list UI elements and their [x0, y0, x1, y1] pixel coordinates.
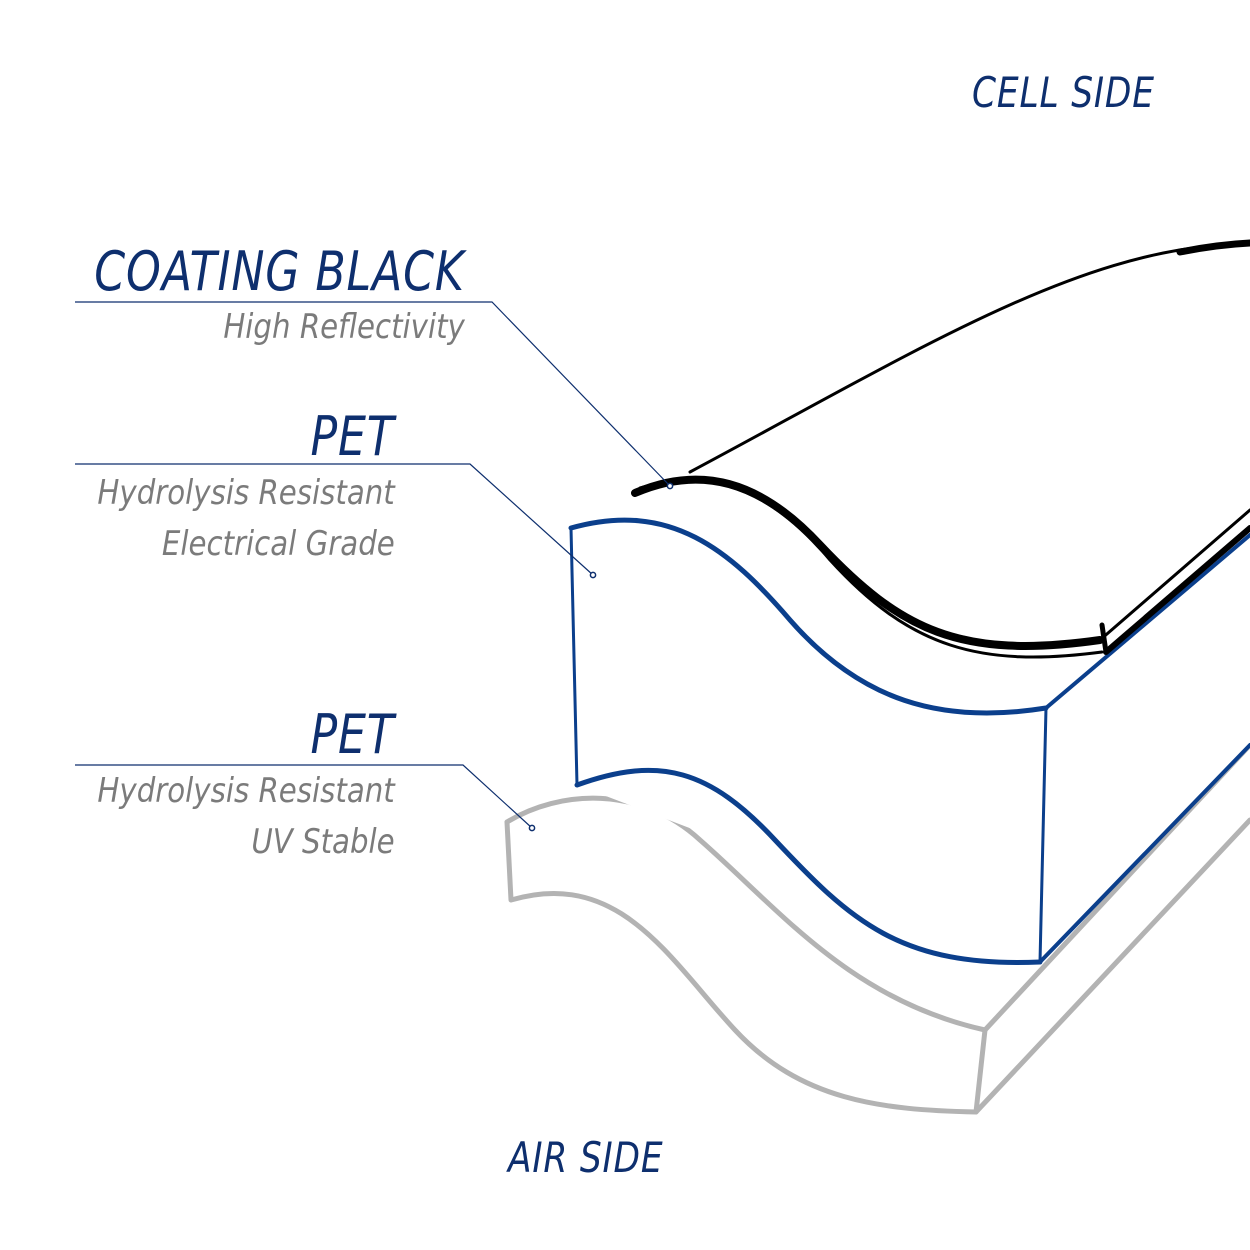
pet-electrical-desc-2: Electrical Grade — [162, 524, 395, 564]
callout-dots — [528, 482, 674, 832]
pet-electrical-title: PET — [310, 405, 395, 468]
callout-coating — [75, 301, 671, 487]
coating-black-title: COATING BLACK — [94, 240, 465, 303]
air-side-label: AIR SIDE — [508, 1133, 664, 1182]
callout-pet-electrical — [75, 463, 594, 576]
coating-black-layer — [631, 239, 1250, 659]
pet-air-layer — [504, 742, 1250, 1115]
coating-black-desc: High Reflectivity — [223, 307, 465, 347]
pet-electrical-desc-1: Hydrolysis Resistant — [97, 473, 395, 513]
callout-lines — [75, 301, 671, 829]
pet-uv-title: PET — [310, 703, 395, 766]
pet-electrical-layer — [568, 517, 1250, 966]
pet-uv-desc-2: UV Stable — [251, 822, 395, 862]
cell-side-label: CELL SIDE — [972, 68, 1155, 117]
callout-pet-air — [75, 764, 533, 829]
pet-uv-desc-1: Hydrolysis Resistant — [97, 771, 395, 811]
